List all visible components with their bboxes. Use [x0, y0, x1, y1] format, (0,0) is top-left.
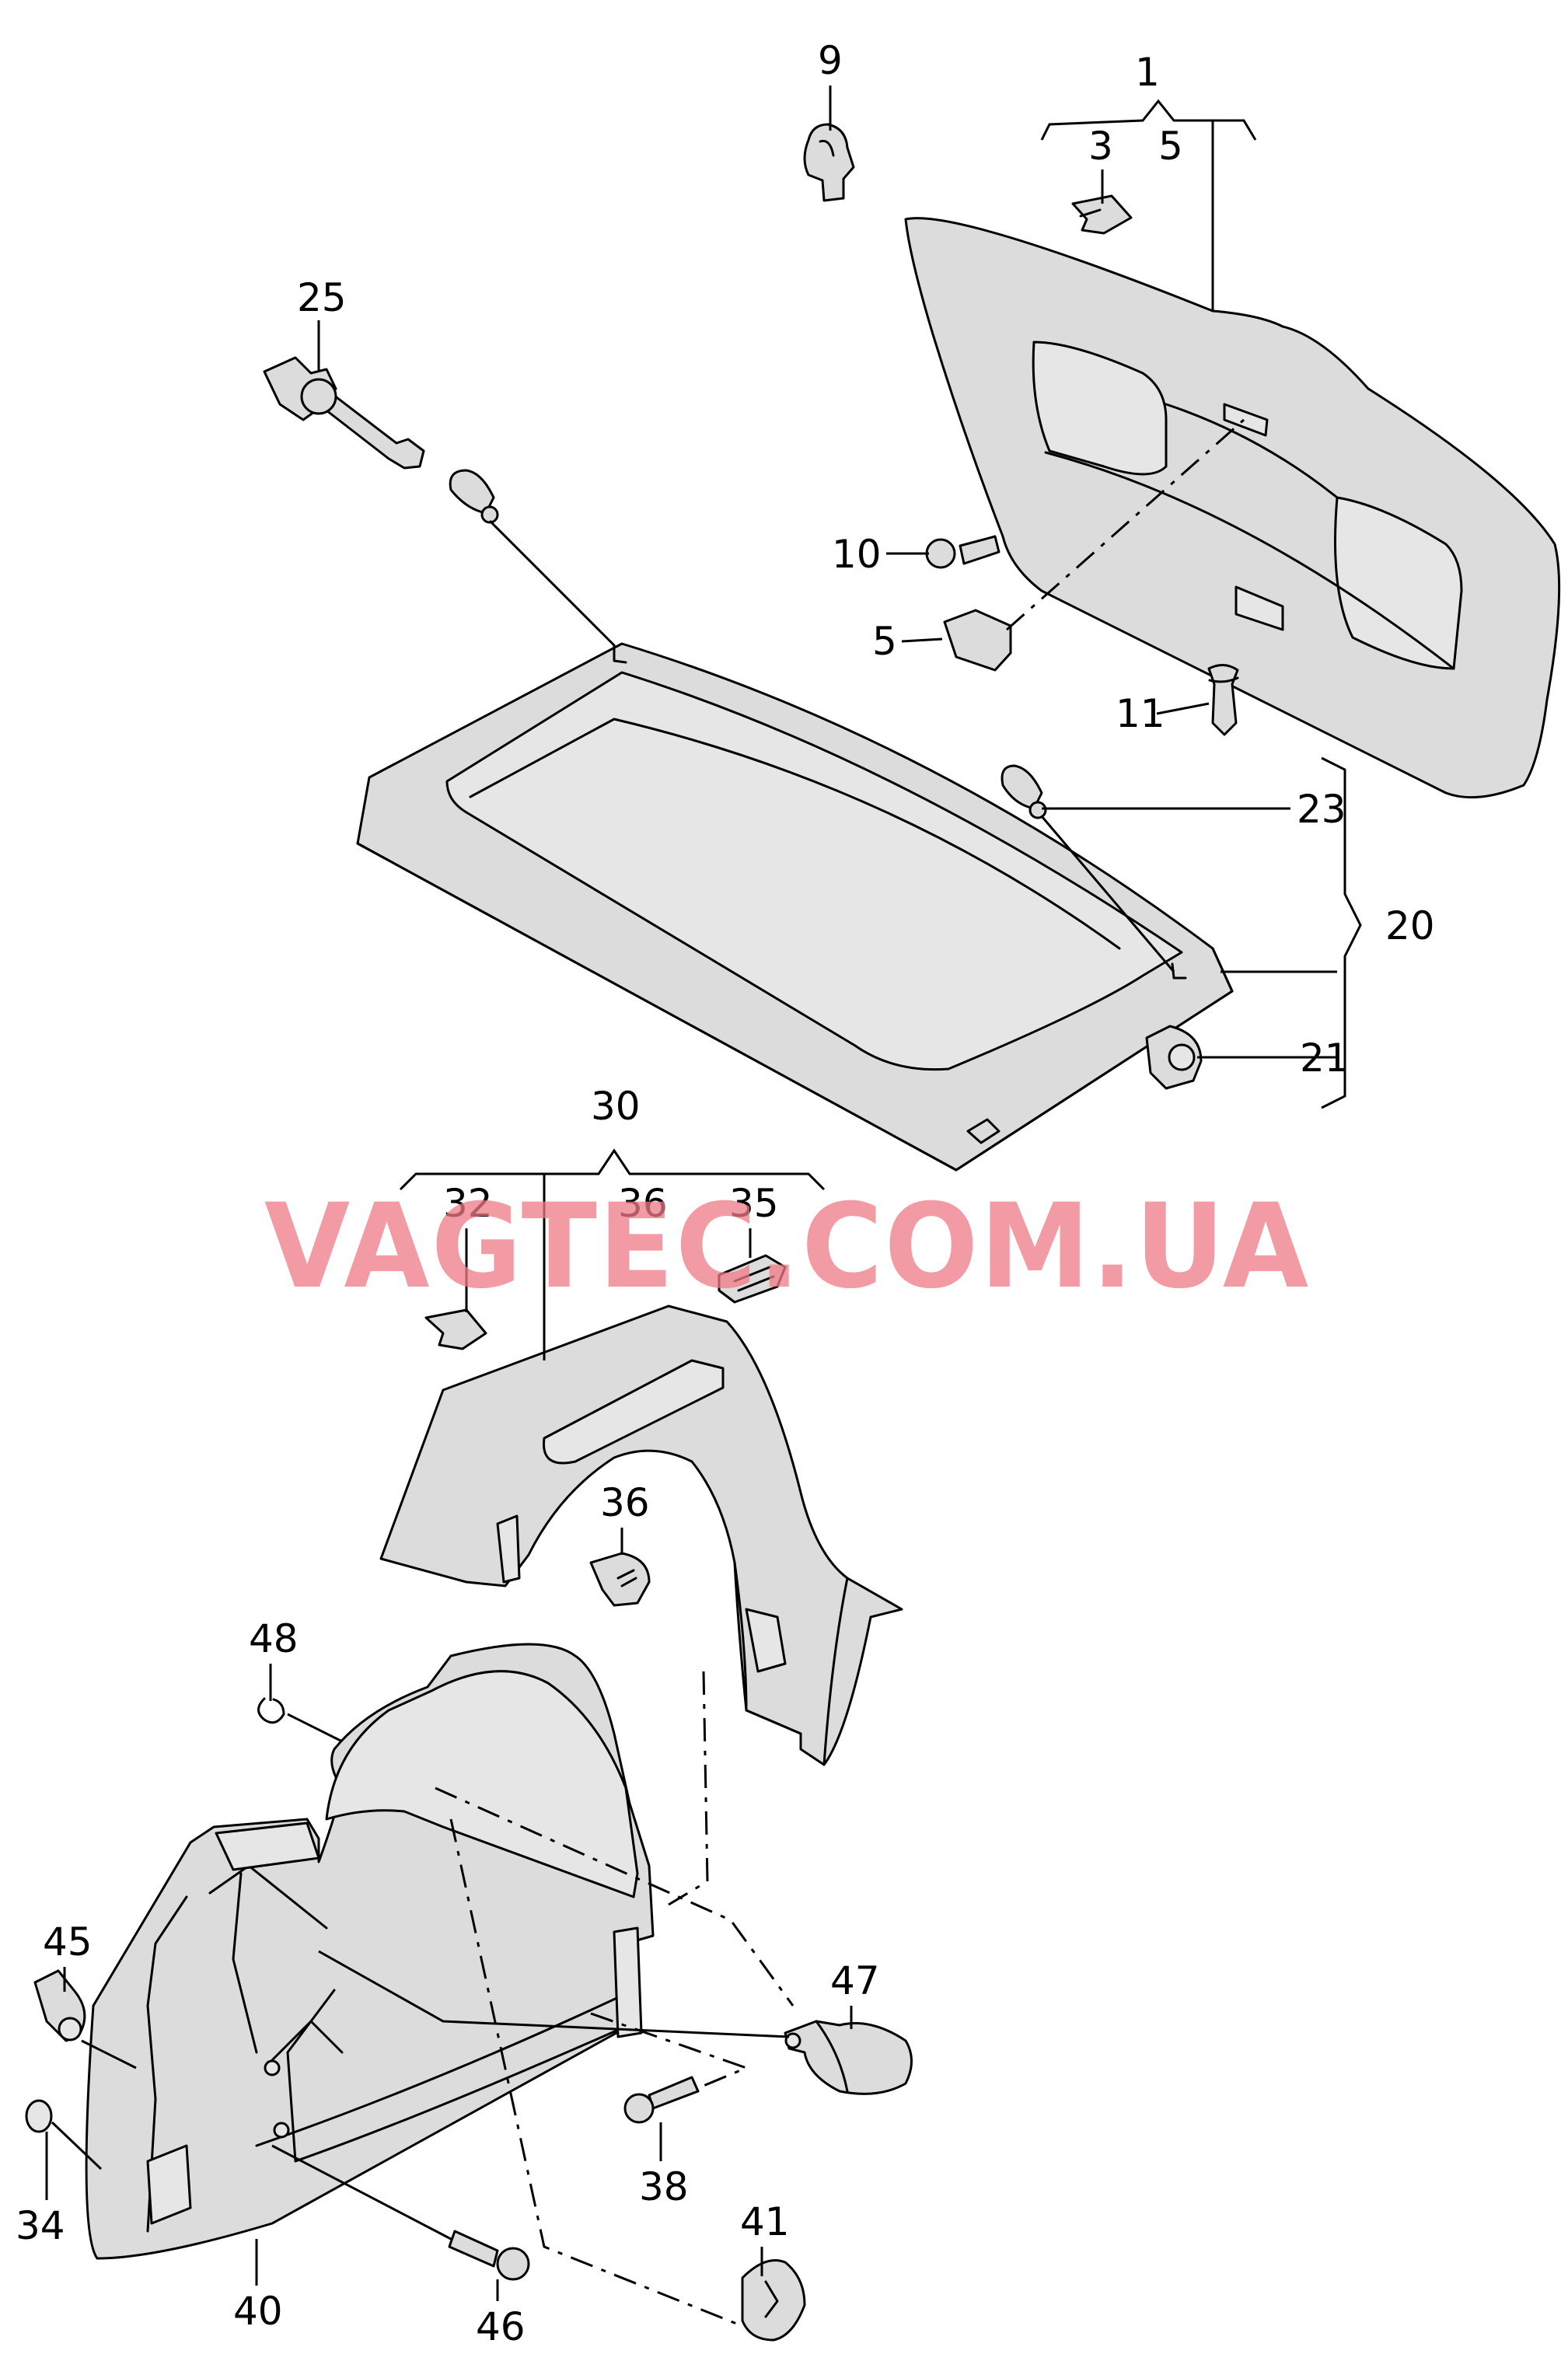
plug-45 [33, 1969, 86, 2042]
screw-46 [448, 2230, 530, 2281]
callout-40: 40 [233, 2289, 283, 2334]
callout-9: 9 [818, 38, 843, 83]
pin-25 [263, 356, 425, 470]
clip-36 [589, 1552, 651, 1607]
callout-30: 30 [591, 1084, 641, 1129]
callout-5: 5 [872, 619, 897, 664]
callout-35: 35 [729, 1181, 779, 1226]
strap-47 [784, 2020, 913, 2095]
callout-48: 48 [249, 1616, 299, 1661]
rear-panel-trim [904, 217, 1561, 799]
screw-38 [623, 2076, 700, 2124]
clip-9 [803, 123, 855, 202]
callout-1: 1 [1135, 50, 1160, 95]
ball-stud-23 [1001, 764, 1047, 819]
ball-stud-left [449, 469, 499, 524]
cap-21 [1145, 1025, 1203, 1090]
callout-23: 23 [1297, 787, 1346, 832]
ring-48 [257, 1697, 285, 1724]
ring-34 [25, 2099, 53, 2133]
callout-45: 45 [43, 1919, 93, 1965]
clip-11 [1207, 664, 1239, 736]
vent-35 [718, 1254, 787, 1304]
callout-36: 36 [600, 1480, 650, 1525]
grommet-41 [741, 2259, 806, 2342]
callout-3: 3 [1088, 124, 1113, 169]
callout-46: 46 [476, 2304, 526, 2349]
callout-20: 20 [1385, 903, 1435, 948]
callout-11: 11 [1116, 691, 1165, 736]
clip-5 [943, 609, 1012, 672]
callout-41: 41 [740, 2199, 790, 2244]
side-trim-lower [85, 1643, 655, 2260]
clip-32 [424, 1308, 487, 1350]
leader-lines [45, 86, 1362, 2301]
parcel-shelf [356, 642, 1234, 1172]
callout-32: 32 [443, 1181, 493, 1226]
watermark-text: VAGTEC.COM.UA [264, 1179, 1310, 1315]
callout-21: 21 [1300, 1036, 1350, 1081]
callout-5-top: 5 [1158, 124, 1183, 169]
callout-34: 34 [16, 2203, 65, 2248]
callout-47: 47 [830, 1958, 880, 2003]
clip-3 [1071, 194, 1133, 235]
callout-25: 25 [297, 275, 347, 320]
callout-labels: 1 3 5 9 25 10 5 11 23 20 21 30 32 36 35 … [16, 38, 1435, 2349]
callout-36-top: 36 [618, 1181, 668, 1226]
callout-10: 10 [832, 532, 882, 577]
callout-38: 38 [639, 2164, 689, 2209]
screw-10 [925, 535, 1001, 569]
side-trim-upper [379, 1305, 903, 1766]
assembly-lines [435, 418, 1245, 2326]
